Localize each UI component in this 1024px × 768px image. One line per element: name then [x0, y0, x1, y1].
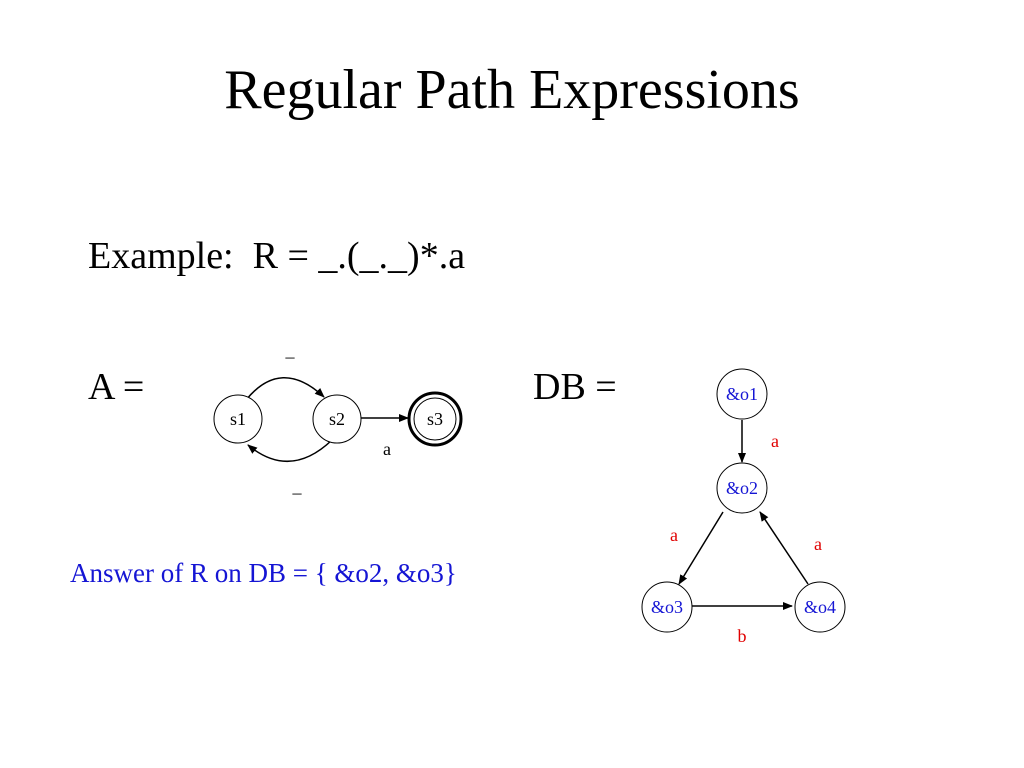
answer-text: Answer of R on DB = { &o2, &o3} — [70, 558, 457, 588]
transition-label-s2-s3: a — [383, 439, 391, 459]
example-expression: Example: R = _.(_._)*.a — [88, 235, 466, 277]
db-node-o4: &o4 — [794, 581, 846, 633]
edge-label-o4-o2: a — [814, 534, 822, 554]
db-node-label-o4: &o4 — [804, 597, 836, 617]
transition-label-s1-s2: _ — [285, 340, 296, 360]
transition-label-s2-s1: _ — [292, 476, 303, 496]
state-s3-accepting: s3 — [407, 391, 463, 447]
db-node-o3: &o3 — [641, 581, 693, 633]
state-label-s3: s3 — [427, 409, 443, 429]
db-node-label-o1: &o1 — [726, 384, 758, 404]
db-node-label-o2: &o2 — [726, 478, 758, 498]
edge-label-o2-o3: a — [670, 525, 678, 545]
slide-title: Regular Path Expressions — [224, 59, 800, 121]
transition-s1-s2 — [245, 377, 325, 401]
state-label-s2: s2 — [329, 409, 345, 429]
database-graph: a a a b &o1 &o2 &o3 &o4 — [641, 368, 846, 646]
transition-s2-s1 — [247, 439, 333, 463]
state-s2: s2 — [312, 394, 362, 444]
automaton-label: A = — [88, 366, 145, 408]
db-node-o1: &o1 — [716, 368, 768, 420]
state-s1: s1 — [213, 394, 263, 444]
db-node-o2: &o2 — [716, 462, 768, 514]
db-node-label-o3: &o3 — [651, 597, 683, 617]
edge-label-o1-o2: a — [771, 431, 779, 451]
state-label-s1: s1 — [230, 409, 246, 429]
automaton-diagram: _ _ a s1 s2 s3 — [213, 340, 463, 496]
edge-label-o3-o4: b — [738, 626, 747, 646]
edge-o4-o2 — [759, 511, 809, 585]
database-label: DB = — [533, 366, 617, 408]
edge-o2-o3 — [678, 511, 724, 585]
